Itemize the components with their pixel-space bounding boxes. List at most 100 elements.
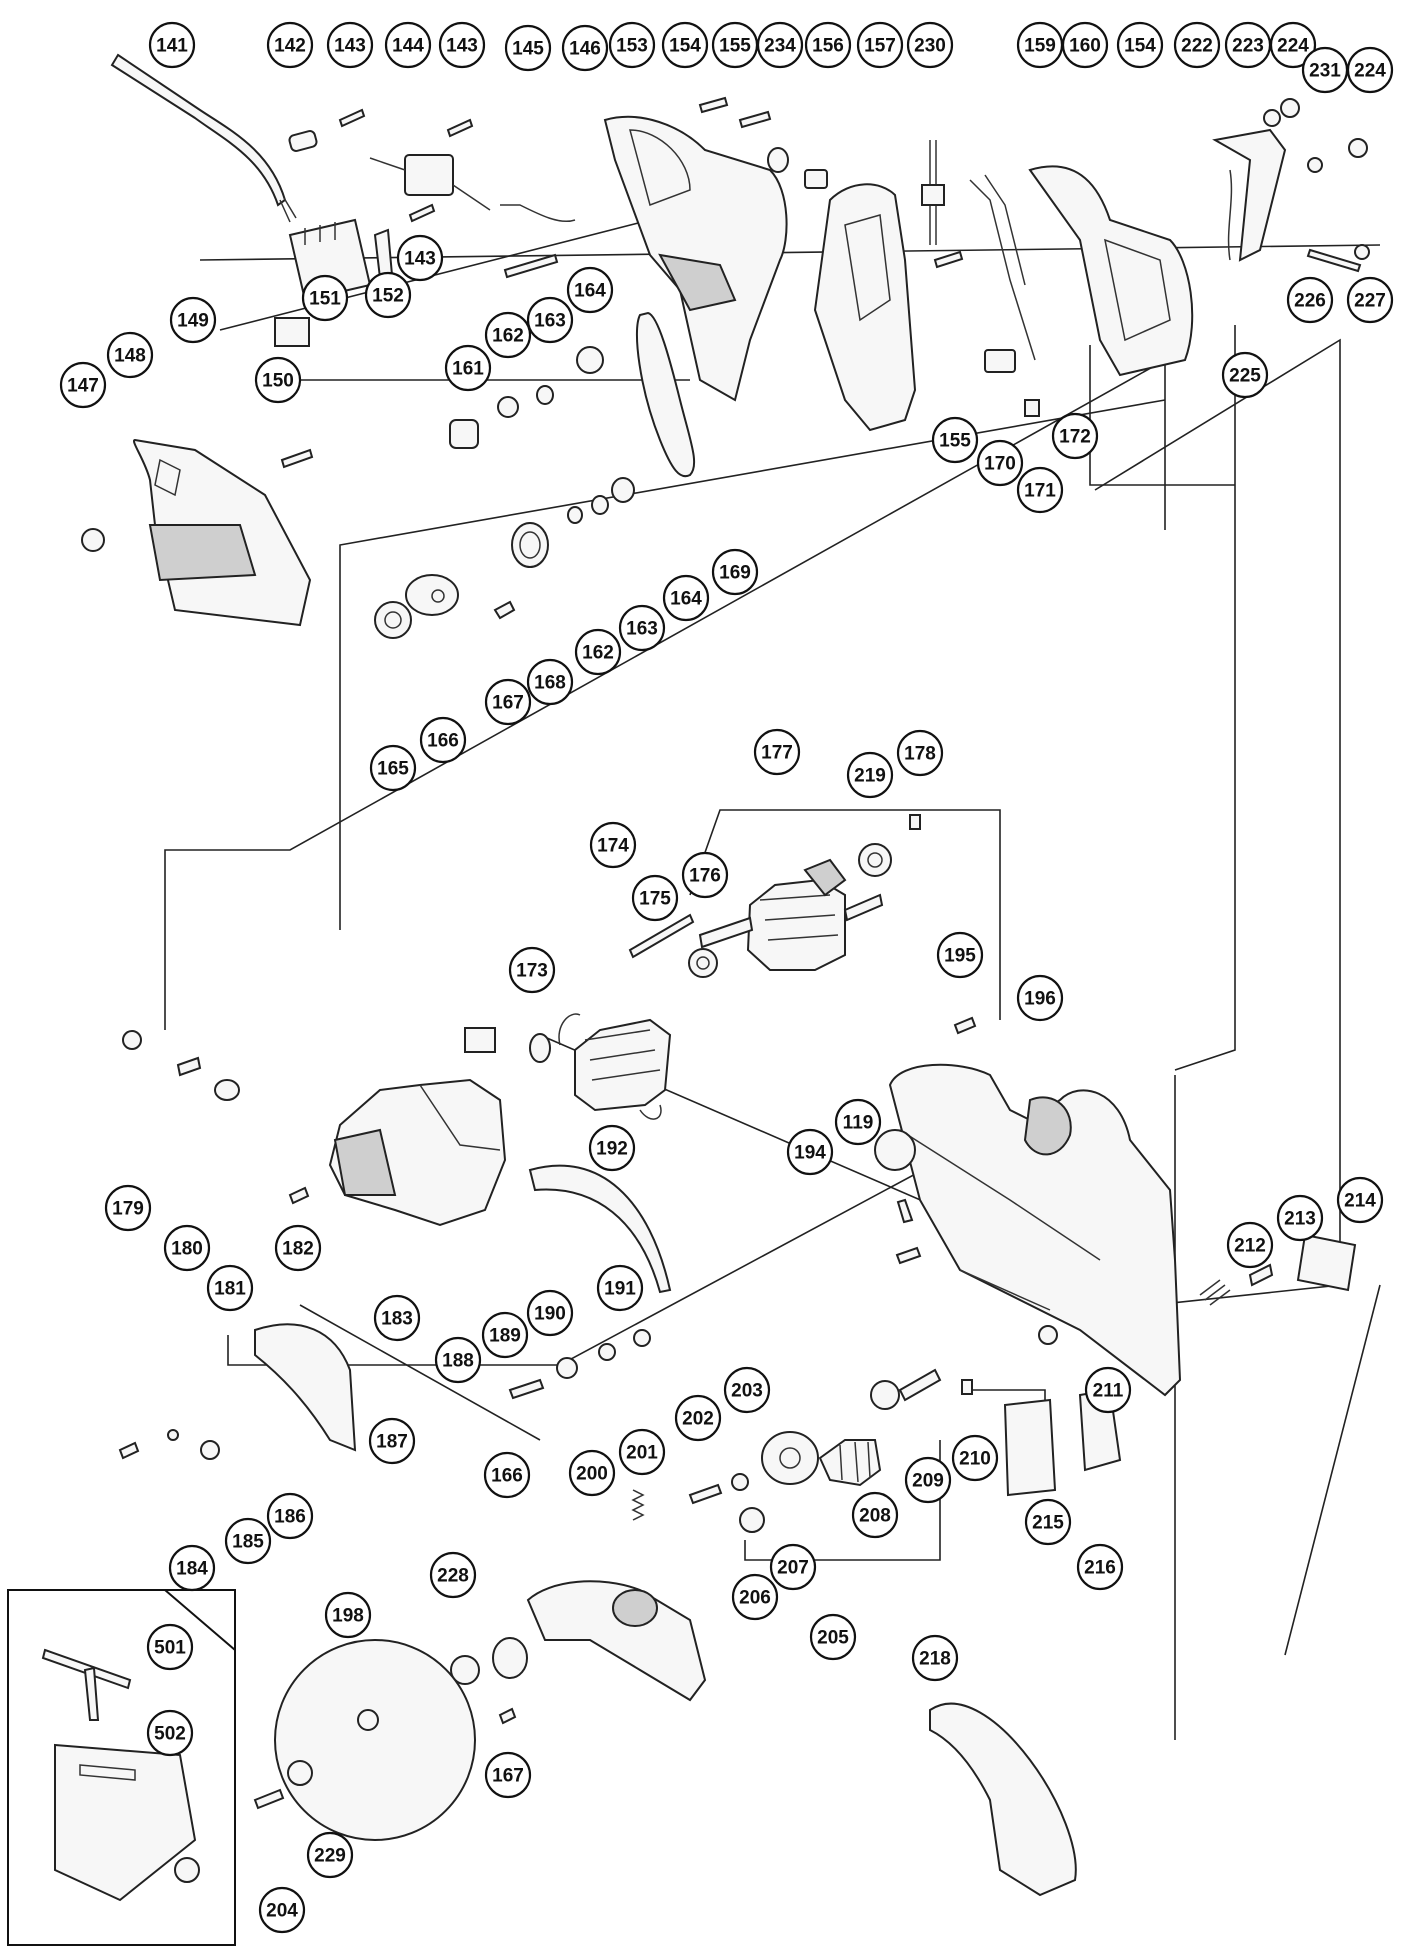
callout-bubble	[148, 21, 196, 69]
callout-number: 218	[919, 1649, 951, 1670]
callout-155b: 155	[931, 416, 979, 464]
callout-164b: 164	[662, 574, 710, 622]
callout-201: 201	[618, 1428, 666, 1476]
callout-number: 207	[777, 1558, 809, 1579]
lower-guard	[526, 1580, 707, 1702]
callout-number: 142	[274, 36, 306, 57]
callout-141: 141	[148, 21, 196, 69]
callout-226: 226	[1286, 276, 1334, 324]
washer-162	[497, 396, 519, 418]
callout-bubble	[526, 296, 574, 344]
part-sketches	[7, 53, 1370, 1946]
callout-bubble	[662, 574, 710, 622]
callout-number: 177	[761, 743, 793, 764]
callout-bubble	[266, 1492, 314, 1540]
callout-bubble	[384, 21, 432, 69]
callout-bubble	[661, 21, 709, 69]
callout-number: 205	[817, 1628, 849, 1649]
callout-number: 210	[959, 1449, 991, 1470]
callout-number: 229	[314, 1846, 346, 1867]
callout-number: 163	[626, 619, 658, 640]
callout-number: 212	[1234, 1236, 1266, 1257]
washer-162b	[567, 506, 583, 524]
switch-wires	[969, 174, 1036, 361]
callout-bubble	[146, 1623, 194, 1671]
brush-box	[464, 1027, 496, 1053]
callout-number: 202	[682, 1409, 714, 1430]
callout-183: 183	[373, 1294, 421, 1342]
through-bolt	[628, 913, 695, 959]
callout-bubble	[1084, 1366, 1132, 1414]
callout-number: 230	[914, 36, 946, 57]
callout-bubble	[224, 1517, 272, 1565]
callout-number: 148	[114, 346, 146, 367]
callout-number: 159	[1024, 36, 1056, 57]
key-178	[909, 814, 921, 830]
callout-number: 161	[452, 359, 484, 380]
pushbutton	[984, 349, 1016, 373]
screw-184	[118, 1441, 140, 1460]
callout-215: 215	[1024, 1498, 1072, 1546]
callout-214: 214	[1336, 1176, 1384, 1224]
callout-number: 167	[492, 1766, 524, 1787]
callout-224a: 224	[1269, 21, 1317, 69]
callout-bubble	[769, 1543, 817, 1591]
callout-number: 191	[604, 1279, 636, 1300]
callout-number: 187	[376, 1432, 408, 1453]
callout-bubble	[526, 658, 574, 706]
callout-bubble	[896, 729, 944, 777]
callout-number: 224	[1277, 36, 1309, 57]
callout-bubble	[574, 628, 622, 676]
safety-cover	[528, 1164, 672, 1294]
callout-number: 119	[843, 1113, 874, 1134]
accessories-box-corner	[164, 1589, 236, 1651]
callout-212: 212	[1226, 1221, 1274, 1269]
callout-bubble	[484, 311, 532, 359]
screw	[933, 250, 964, 269]
callout-number: 151	[309, 289, 341, 310]
callout-163b: 163	[618, 604, 666, 652]
callout-number: 168	[534, 673, 566, 694]
callout-219: 219	[846, 751, 894, 799]
callout-163a: 163	[526, 296, 574, 344]
callout-170: 170	[976, 439, 1024, 487]
tapping-screws	[338, 108, 474, 223]
screw	[280, 448, 314, 469]
bearing-165	[374, 601, 412, 639]
callout-149: 149	[169, 296, 217, 344]
bolt-204	[253, 1788, 285, 1810]
callout-bubble	[1173, 21, 1221, 69]
callout-210: 210	[951, 1434, 999, 1482]
callout-number: 169	[719, 563, 751, 584]
callout-190: 190	[526, 1289, 574, 1337]
washer-190	[598, 1343, 616, 1361]
callout-bubble	[834, 1098, 882, 1146]
callout-165: 165	[369, 744, 417, 792]
callout-number: 176	[689, 866, 721, 887]
callout-number: 201	[626, 1443, 658, 1464]
callout-143b: 143	[438, 21, 486, 69]
callout-bubble	[711, 548, 759, 596]
callout-bubble	[396, 234, 444, 282]
callout-number: 222	[1181, 36, 1213, 57]
collar-189	[556, 1357, 578, 1379]
callout-number: 154	[669, 36, 701, 57]
callout-bubble	[104, 1184, 152, 1232]
handle-housing	[133, 438, 312, 627]
washer	[1307, 157, 1323, 173]
callout-231: 231	[1301, 46, 1349, 94]
callout-bubble	[1061, 21, 1109, 69]
callout-bubble	[1016, 466, 1064, 514]
callout-bubble	[484, 1751, 532, 1799]
callout-bubble	[254, 356, 302, 404]
cord-clamp	[288, 130, 318, 152]
callout-bubble	[444, 344, 492, 392]
callout-203: 203	[723, 1366, 771, 1414]
callout-number: 223	[1232, 36, 1264, 57]
callout-bubble	[169, 296, 217, 344]
callout-bubble	[618, 1428, 666, 1476]
callout-209: 209	[904, 1456, 952, 1504]
washer-191	[633, 1329, 651, 1347]
callout-154a: 154	[661, 21, 709, 69]
